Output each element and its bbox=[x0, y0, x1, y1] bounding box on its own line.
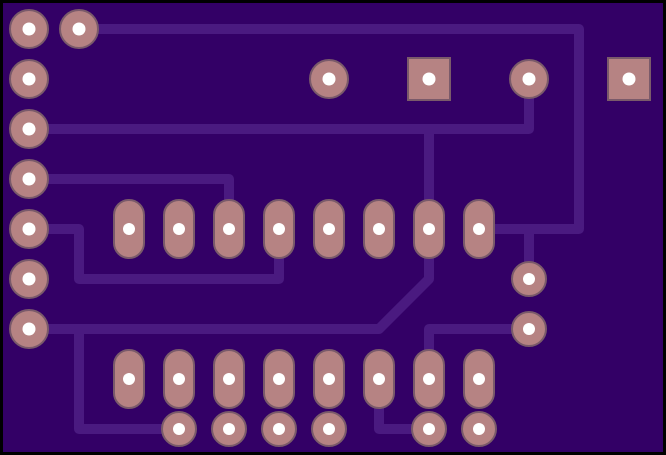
drill-hole bbox=[473, 373, 485, 385]
drill-hole bbox=[22, 122, 36, 136]
square-pad bbox=[407, 57, 451, 101]
trace bbox=[74, 324, 184, 434]
round-pad bbox=[509, 59, 549, 99]
drill-hole bbox=[522, 72, 536, 86]
drill-hole bbox=[373, 373, 385, 385]
drill-hole bbox=[273, 223, 285, 235]
square-pad-square bbox=[607, 57, 651, 101]
small-pad bbox=[511, 261, 547, 297]
drill-hole bbox=[523, 273, 535, 285]
drill-hole bbox=[473, 223, 485, 235]
dip-pin-lower bbox=[113, 349, 145, 409]
drill-hole bbox=[322, 72, 336, 86]
round-pad bbox=[59, 9, 99, 49]
drill-hole bbox=[323, 423, 335, 435]
dip-pin-lower bbox=[463, 349, 495, 409]
drill-hole bbox=[423, 223, 435, 235]
header-pin bbox=[9, 209, 49, 249]
drill-hole bbox=[173, 423, 185, 435]
drill-hole bbox=[323, 373, 335, 385]
header-pin bbox=[9, 9, 49, 49]
square-pad bbox=[607, 57, 651, 101]
header-pin bbox=[9, 309, 49, 349]
drill-hole bbox=[273, 373, 285, 385]
drill-hole bbox=[22, 222, 36, 236]
square-pad-square bbox=[407, 57, 451, 101]
small-pad bbox=[511, 311, 547, 347]
drill-hole bbox=[22, 272, 36, 286]
dip-pin-lower bbox=[313, 349, 345, 409]
drill-hole bbox=[22, 72, 36, 86]
dip-pin-upper bbox=[163, 199, 195, 259]
dip-pin-upper bbox=[313, 199, 345, 259]
dip-pin-upper bbox=[463, 199, 495, 259]
bottom-pad bbox=[261, 411, 297, 447]
round-pad bbox=[309, 59, 349, 99]
drill-hole bbox=[123, 223, 135, 235]
bottom-pad bbox=[161, 411, 197, 447]
pads bbox=[9, 9, 651, 447]
header-pin bbox=[9, 159, 49, 199]
trace bbox=[24, 224, 284, 284]
drill-hole bbox=[223, 223, 235, 235]
header-pin bbox=[9, 109, 49, 149]
dip-pin-upper bbox=[263, 199, 295, 259]
drill-hole bbox=[22, 172, 36, 186]
drill-hole bbox=[473, 423, 485, 435]
dip-pin-upper bbox=[213, 199, 245, 259]
drill-hole bbox=[622, 72, 636, 86]
header-pin bbox=[9, 59, 49, 99]
dip-pin-lower bbox=[263, 349, 295, 409]
drill-hole bbox=[22, 22, 36, 36]
drill-hole bbox=[123, 373, 135, 385]
drill-hole bbox=[173, 223, 185, 235]
bottom-pad bbox=[311, 411, 347, 447]
dip-pin-lower bbox=[413, 349, 445, 409]
drill-hole bbox=[72, 22, 86, 36]
drill-hole bbox=[223, 373, 235, 385]
drill-hole bbox=[273, 423, 285, 435]
header-pin bbox=[9, 259, 49, 299]
dip-pin-upper bbox=[113, 199, 145, 259]
bottom-pad bbox=[411, 411, 447, 447]
drill-hole bbox=[22, 322, 36, 336]
bottom-pad bbox=[211, 411, 247, 447]
dip-pin-upper bbox=[413, 199, 445, 259]
drill-hole bbox=[173, 373, 185, 385]
bottom-pad bbox=[461, 411, 497, 447]
dip-pin-lower bbox=[363, 349, 395, 409]
drill-hole bbox=[523, 323, 535, 335]
drill-hole bbox=[223, 423, 235, 435]
drill-hole bbox=[423, 423, 435, 435]
drill-hole bbox=[323, 223, 335, 235]
dip-pin-lower bbox=[163, 349, 195, 409]
dip-pin-lower bbox=[213, 349, 245, 409]
drill-hole bbox=[423, 373, 435, 385]
dip-pin-upper bbox=[363, 199, 395, 259]
drill-hole bbox=[373, 223, 385, 235]
drill-hole bbox=[422, 72, 436, 86]
